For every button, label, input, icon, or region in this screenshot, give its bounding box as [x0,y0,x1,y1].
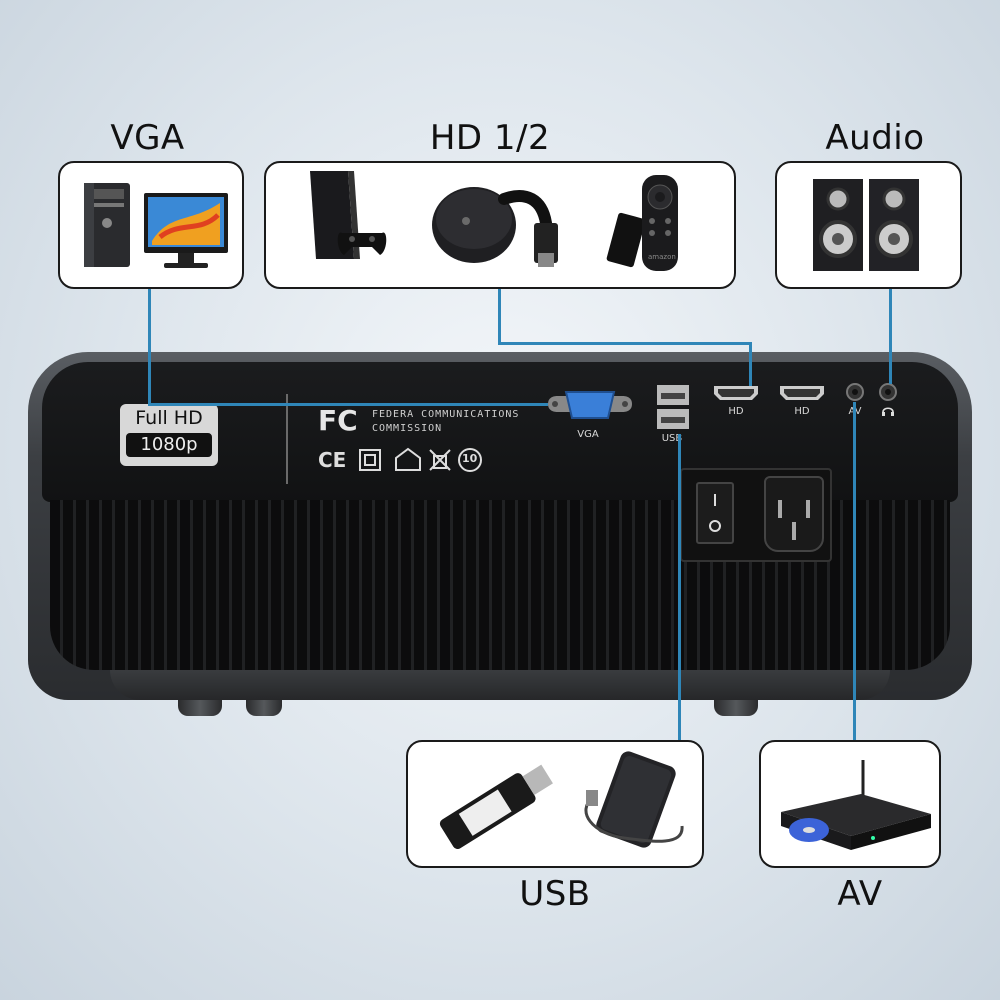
audio-jack-icon[interactable] [878,382,898,402]
amazon-label: amazon [648,253,676,261]
title-hd: HD 1/2 [429,118,551,158]
fcc-line1: FEDERA COMMUNICATIONS [372,409,520,420]
badge-line1: Full HD [135,407,203,429]
badge-line2: 1080p [126,433,212,457]
audio-devices-panel [775,161,962,289]
hd-devices-panel: amazon [264,161,736,289]
fcc-logo: FC [318,404,358,437]
desktop-pc-icon [84,183,228,268]
hdmi1-port-label: HD [728,406,744,417]
ce-mark: CE [318,448,347,472]
hd-wire [498,289,501,344]
vga-wire [148,289,151,406]
iec-socket-icon [778,500,810,540]
usb-flash-drive-icon [439,764,553,850]
title-audio: Audio [825,118,925,158]
full-hd-badge: Full HD 1080p [120,404,218,466]
usb-port-label: USB [661,433,683,444]
vga-port-label: VGA [577,429,599,440]
av-jack-icon[interactable] [845,382,865,402]
fcc-text: FEDERA COMMUNICATIONS COMMISSION [372,408,519,436]
projector-bottom [110,664,890,700]
external-hard-drive-icon [584,751,684,848]
title-usb: USB [519,874,591,914]
usb-wire [678,434,681,740]
game-console-icon [310,171,387,259]
audio-wire [889,289,892,384]
speakers-icon [813,179,919,271]
hdmi2-port-icon[interactable] [778,384,826,402]
vga-port-icon[interactable] [544,386,636,422]
hdmi1-port-icon[interactable] [712,384,760,402]
usb-ports-icon[interactable] [655,383,691,433]
av-wire [853,402,856,740]
title-av: AV [837,874,883,914]
power-switch-symbols-icon [709,494,721,532]
av-devices-panel [759,740,941,868]
panel-divider [286,394,288,484]
chromecast-icon [432,187,558,267]
usb-devices-panel [406,740,704,868]
headphone-icon [882,407,894,416]
power-switch[interactable] [696,482,734,544]
hd-wire [498,342,752,345]
rohs-10-mark: 10 [462,452,478,465]
power-inlet[interactable] [764,476,824,552]
hdmi2-port-label: HD [794,406,810,417]
streaming-stick-remote-icon: amazon [606,175,678,271]
vga-devices-panel [58,161,244,289]
dvd-player-icon [781,760,931,850]
hd-wire [749,342,752,386]
vga-wire [148,403,548,406]
title-vga: VGA [110,118,185,158]
fcc-line2: COMMISSION [372,423,443,434]
certification-icons [359,447,482,472]
